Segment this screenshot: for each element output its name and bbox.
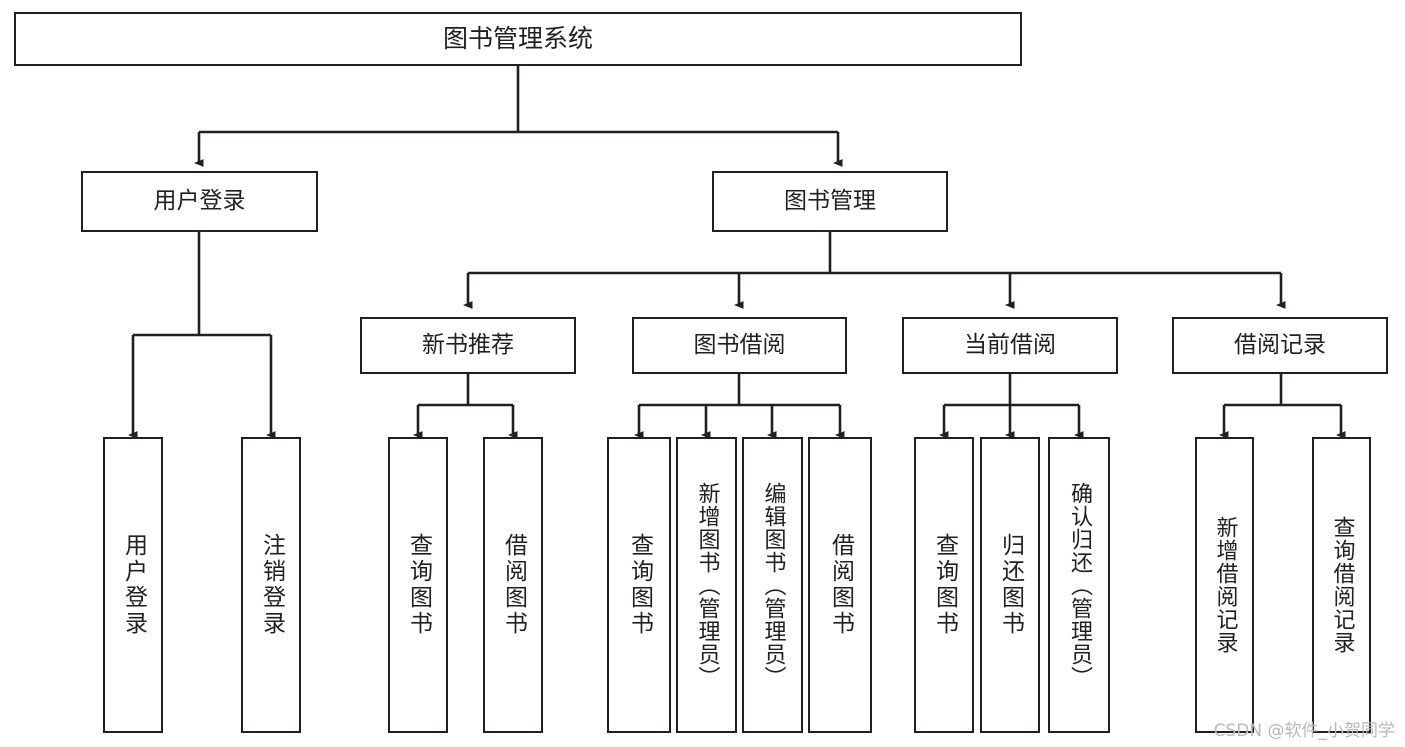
node-current-borrow[interactable]: 当前借阅 [902,317,1118,374]
leaf-confirm-return-admin[interactable]: 确认归还（管理员） [1048,437,1110,733]
node-label: 图书管理系统 [442,23,593,53]
node-label: 当前借阅 [964,332,1056,359]
leaf-borrow-book-new-recommend[interactable]: 借阅图书 [483,437,543,733]
node-root-book-management-system[interactable]: 图书管理系统 [14,12,1022,66]
node-label: 新增图书（管理员） [694,481,720,689]
node-label: 借阅图书 [500,533,527,637]
node-label: 查询图书 [931,533,958,637]
node-label: 注销登录 [258,533,285,637]
node-label: 编辑图书（管理员） [760,481,786,689]
leaf-user-login[interactable]: 用户登录 [103,437,163,733]
node-borrow-record[interactable]: 借阅记录 [1172,317,1388,374]
node-label: 图书借阅 [693,332,786,359]
node-label: 查询借阅记录 [1329,516,1355,654]
node-label: 归还图书 [997,533,1024,637]
node-label: 新书推荐 [422,332,514,359]
leaf-add-book-admin[interactable]: 新增图书（管理员） [676,437,737,733]
leaf-add-borrow-record[interactable]: 新增借阅记录 [1195,437,1254,733]
node-label: 确认归还（管理员） [1067,481,1092,689]
node-book-management[interactable]: 图书管理 [712,171,948,232]
leaf-borrow-book[interactable]: 借阅图书 [808,437,872,733]
node-label: 用户登录 [120,533,147,637]
node-label: 新增借阅记录 [1212,516,1238,654]
leaf-return-book[interactable]: 归还图书 [980,437,1040,733]
node-label: 借阅记录 [1234,332,1326,359]
leaf-query-book-borrow[interactable]: 查询图书 [607,437,671,733]
node-new-book-recommend[interactable]: 新书推荐 [360,317,576,374]
node-label: 查询图书 [626,533,653,637]
node-label: 用户登录 [153,188,246,215]
node-label: 借阅图书 [827,533,854,637]
leaf-edit-book-admin[interactable]: 编辑图书（管理员） [742,437,803,733]
node-label: 查询图书 [405,533,432,637]
leaf-query-book-new-recommend[interactable]: 查询图书 [388,437,448,733]
node-user-login[interactable]: 用户登录 [81,171,318,232]
leaf-query-book-current[interactable]: 查询图书 [914,437,974,733]
leaf-query-borrow-record[interactable]: 查询借阅记录 [1312,437,1371,733]
leaf-logout[interactable]: 注销登录 [241,437,301,733]
node-book-borrow[interactable]: 图书借阅 [632,317,847,374]
node-label: 图书管理 [784,188,876,215]
